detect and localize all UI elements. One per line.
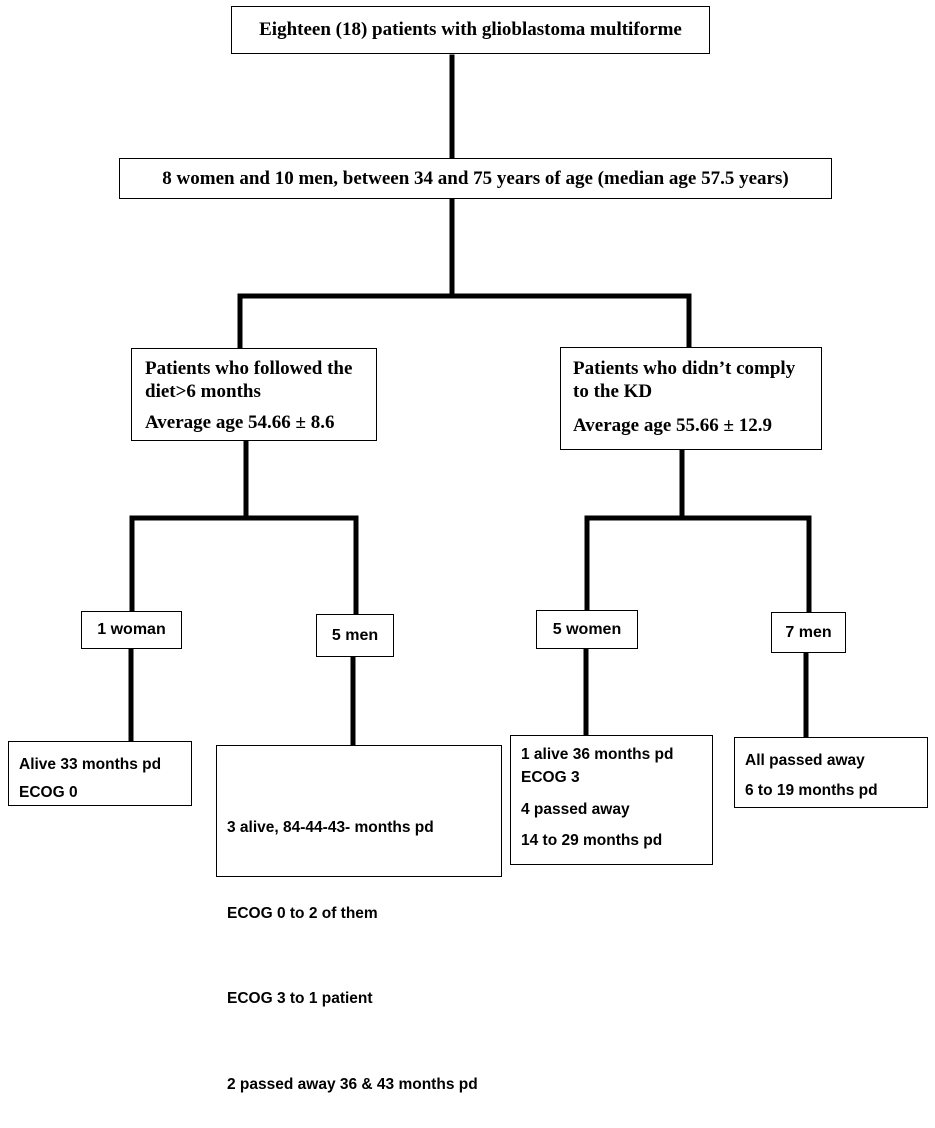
outcome-followed-men-line: ECOG 0 to 2 of them [227,904,378,922]
subgroup-followed-women-label: 1 woman [97,621,166,638]
group-noncomply-title-line1: Patients who didn’t comply [573,358,796,379]
outcome-followed-women-line: ECOG 0 [19,784,78,801]
outcome-noncomply-men-line: 6 to 19 months pd [745,782,878,799]
root-box: Eighteen (18) patients with glioblastoma… [231,6,710,54]
outcome-followed-men-line: 3 alive, 84-44-43- months pd [227,819,434,836]
outcome-followed-men-line: 2 passed away 36 & 43 months pd [227,1075,478,1093]
group-noncomply-age: Average age 55.66 ± 12.9 [573,415,772,436]
demographics-text: 8 women and 10 men, between 34 and 75 ye… [162,167,789,189]
outcome-noncomply-women-line: ECOG 3 [521,769,580,786]
group-noncomply-box: Patients who didn’t comply to the KD Ave… [560,347,822,450]
subgroup-followed-men-box: 5 men [316,614,394,657]
subgroup-noncomply-women-label: 5 women [552,620,622,638]
group-followed-box: Patients who followed the diet>6 months … [131,348,377,441]
connector-lines [128,54,812,748]
subgroup-followed-men-label: 5 men [331,626,379,644]
outcome-followed-men-box: 3 alive, 84-44-43- months pd ECOG 0 to 2… [216,745,502,1093]
root-text: Eighteen (18) patients with glioblastoma… [259,19,682,40]
outcome-noncomply-women-line: 4 passed away [521,801,630,818]
subgroup-followed-women-box: 1 woman [81,611,182,649]
outcome-followed-women-line: Alive 33 months pd [19,756,162,773]
outcome-followed-women-box: Alive 33 months pd ECOG 0 [8,741,192,806]
subgroup-noncomply-men-label: 7 men [785,623,832,641]
outcome-noncomply-women-line: 14 to 29 months pd [521,832,663,849]
outcome-noncomply-men-box: All passed away 6 to 19 months pd [734,737,928,808]
group-followed-title-line2: diet>6 months [145,381,261,402]
subgroup-noncomply-men-box: 7 men [771,612,846,653]
group-followed-age: Average age 54.66 ± 8.6 [145,412,335,433]
outcome-noncomply-men-line: All passed away [745,752,865,769]
group-noncomply-title-line2: to the KD [573,381,653,402]
outcome-noncomply-women-line: 1 alive 36 months pd [521,746,674,763]
group-followed-title-line1: Patients who followed the [145,358,353,379]
subgroup-noncomply-women-box: 5 women [536,610,638,649]
demographics-box: 8 women and 10 men, between 34 and 75 ye… [119,158,832,199]
outcome-noncomply-women-box: 1 alive 36 months pd ECOG 3 4 passed awa… [510,735,713,865]
outcome-followed-men-line: ECOG 3 to 1 patient [227,990,373,1007]
